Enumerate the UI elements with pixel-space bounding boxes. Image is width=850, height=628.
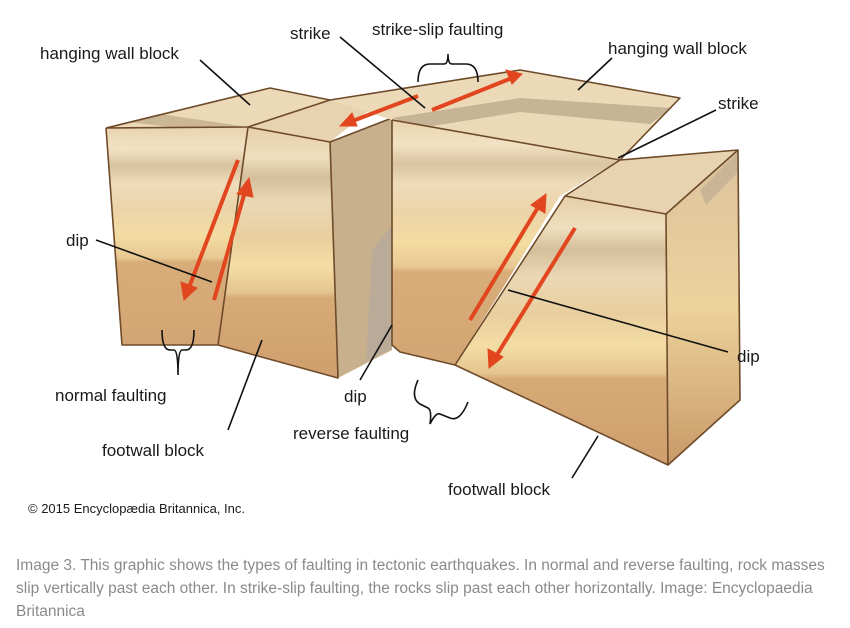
leader-lines — [95, 36, 729, 479]
label-dip-center: dip — [344, 387, 367, 406]
reverse-down-arrow-head — [487, 348, 504, 369]
strike-slip-right-arrow-head — [505, 69, 523, 85]
center-front — [392, 120, 620, 365]
right-side-band — [700, 152, 738, 205]
center-top-strike-band — [392, 98, 672, 128]
normal-up-arrow — [212, 187, 248, 301]
label-reverse-faulting: reverse faulting — [293, 424, 409, 443]
slip-arrows — [180, 69, 577, 369]
reverse-up-arrow-head — [530, 192, 547, 214]
label-hanging-wall-right: hanging wall block — [608, 39, 747, 58]
label-footwall-left: footwall block — [102, 441, 205, 460]
copyright-credit: © 2015 Encyclopædia Britannica, Inc. — [28, 501, 245, 516]
faulting-diagram: hanging wall block strike strike-slip fa… — [28, 20, 760, 516]
label-strike-top: strike — [290, 24, 331, 43]
reverse-down-arrow — [493, 226, 577, 360]
label-normal-faulting: normal faulting — [55, 386, 167, 405]
label-footwall-right: footwall block — [448, 480, 551, 499]
right-footwall-front — [455, 196, 668, 465]
reverse-up-arrow — [468, 202, 542, 322]
labels: hanging wall block strike strike-slip fa… — [28, 20, 760, 516]
image-caption: Image 3. This graphic shows the types of… — [16, 557, 825, 620]
label-strike-slip-faulting: strike-slip faulting — [372, 20, 503, 39]
strike-slip-left-arrow-head — [338, 112, 358, 127]
normal-down-arrow-head — [180, 281, 198, 301]
label-strike-right: strike — [718, 94, 759, 113]
right-footwall-side — [666, 150, 740, 465]
label-dip-left: dip — [66, 231, 89, 250]
normal-up-arrow-head — [236, 176, 254, 198]
strike-slip-right-arrow — [431, 76, 513, 112]
normal-down-arrow — [186, 159, 240, 291]
center-top — [330, 70, 680, 160]
normal-fault-blocks — [105, 87, 393, 379]
label-hanging-wall-left: hanging wall block — [40, 44, 179, 63]
right-footwall-top — [565, 150, 738, 214]
reverse-fault-blocks — [329, 69, 741, 466]
label-dip-right: dip — [737, 347, 760, 366]
left-fault-sliver — [366, 225, 392, 362]
strike-slip-left-arrow — [349, 94, 419, 124]
left-hanging-wall-front — [106, 127, 248, 345]
